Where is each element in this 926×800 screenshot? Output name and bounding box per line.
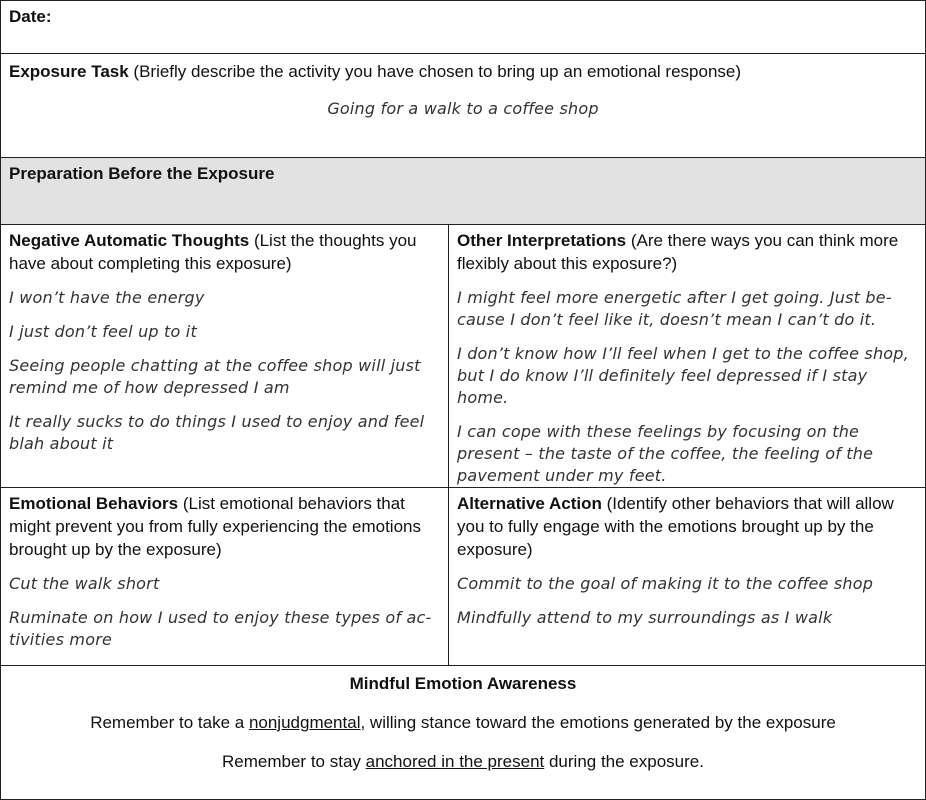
interpretation-entry: I can cope with these feelings by focusi… xyxy=(457,422,874,485)
anchored-underlined: anchored in the present xyxy=(365,752,545,771)
emotional-behavior-entry: Cut the walk short xyxy=(9,574,160,593)
exposure-task-title: Exposure Task xyxy=(9,62,129,81)
emotional-behaviors-title: Emotional Behaviors xyxy=(9,494,179,513)
negative-thought-entry: I won’t have the energy xyxy=(9,288,205,307)
negative-thoughts-instruction: (List the thoughts you have about comple… xyxy=(9,231,417,273)
mindful-line-1: Remember to take a nonjudgmental, willin… xyxy=(9,711,917,734)
emotional-behaviors-instruction: (List emotional behaviors that might pre… xyxy=(9,494,421,559)
behaviors-row: Emotional Behaviors (List emotional beha… xyxy=(0,487,926,666)
mindful-line-1-text: Remember to take a xyxy=(90,713,249,732)
nonjudgmental-underlined: nonjudgmental xyxy=(248,713,361,732)
mindful-line-2: Remember to stay anchored in the present… xyxy=(9,750,917,773)
negative-thought-entry: I just don’t feel up to it xyxy=(9,322,197,341)
mindful-line-2-text: Remember to stay xyxy=(222,752,366,771)
negative-thoughts-cell: Negative Automatic Thoughts (List the th… xyxy=(1,225,449,487)
interpretation-entry: I might feel more energetic after I get … xyxy=(457,288,892,329)
exposure-task-answer: Going for a walk to a coffee shop xyxy=(327,99,599,118)
exposure-task-row: Exposure Task (Briefly describe the acti… xyxy=(0,53,926,158)
mindful-line-2-text-end: during the exposure. xyxy=(544,752,704,771)
interpretation-entry: I don’t know how I’ll feel when I get to… xyxy=(457,344,909,407)
alternative-action-cell: Alternative Action (Identify other behav… xyxy=(449,488,925,665)
mindful-line-1-text-end: , willing stance toward the emotions gen… xyxy=(360,713,836,732)
mindful-title: Mindful Emotion Awareness xyxy=(349,674,577,693)
thoughts-row: Negative Automatic Thoughts (List the th… xyxy=(0,224,926,488)
alternative-action-title: Alternative Action xyxy=(457,494,602,513)
negative-thought-entry: Seeing people chatting at the coffee sho… xyxy=(9,356,421,397)
date-row: Date: xyxy=(0,0,926,54)
mindful-awareness-row: Mindful Emotion Awareness Remember to ta… xyxy=(0,665,926,800)
negative-thoughts-title: Negative Automatic Thoughts xyxy=(9,231,250,250)
alternative-action-entry: Commit to the goal of making it to the c… xyxy=(457,574,874,593)
other-interpretations-cell: Other Interpretations (Are there ways yo… xyxy=(449,225,925,487)
other-interpretations-title: Other Interpretations xyxy=(457,231,627,250)
alternative-action-instruction: (Identify other behaviors that will allo… xyxy=(457,494,894,559)
exposure-task-instruction: (Briefly describe the activity you have … xyxy=(128,62,742,81)
emotional-behavior-entry: Ruminate on how I used to enjoy these ty… xyxy=(9,608,432,649)
date-label: Date: xyxy=(9,7,52,26)
other-interpretations-instruction: (Are there ways you can think more flexi… xyxy=(457,231,899,273)
negative-thought-entry: It really sucks to do things I used to e… xyxy=(9,412,425,453)
alternative-action-entry: Mindfully attend to my surroundings as I… xyxy=(457,608,833,627)
preparation-title: Preparation Before the Exposure xyxy=(9,164,275,183)
preparation-header-row: Preparation Before the Exposure xyxy=(0,157,926,225)
emotional-behaviors-cell: Emotional Behaviors (List emotional beha… xyxy=(1,488,449,665)
